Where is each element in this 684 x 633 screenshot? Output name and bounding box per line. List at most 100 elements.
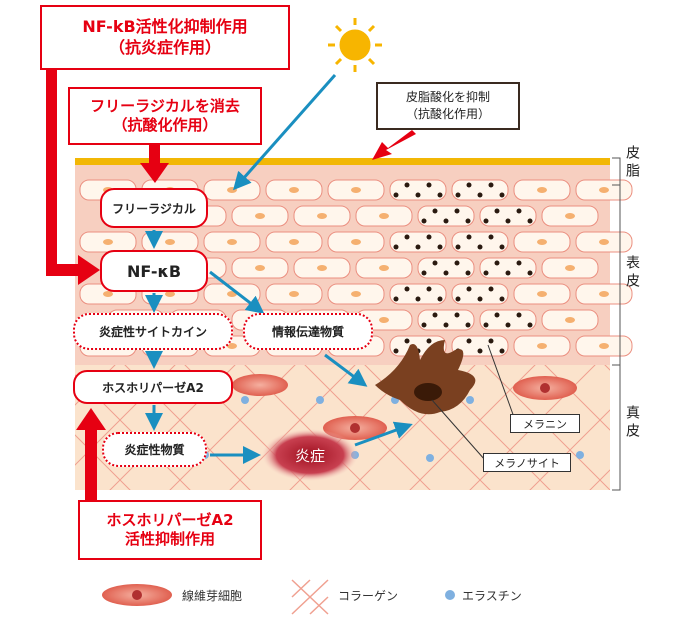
melanin-granule [443,270,449,276]
cell-nucleus [537,187,547,193]
melanin-granule [505,270,511,276]
melanin-granule [499,348,505,354]
box-title: 皮脂酸化を抑制 [405,90,490,105]
cell-nucleus [599,239,609,245]
melanin-granule [421,270,427,276]
cell-nucleus [289,239,299,245]
legend-fibroblast: 線維芽細胞 [182,589,243,603]
melanin-granule [466,286,472,292]
melanin-granule [415,296,421,302]
keratinocyte [389,179,447,201]
melanin-granule [477,192,483,198]
melanin-granule [483,218,489,224]
keratinocyte [451,283,509,305]
melanin-granule [465,270,471,276]
box-title: NF-kB活性化抑制作用 [82,16,248,36]
melanin-granule [527,270,533,276]
cell-nucleus [227,239,237,245]
red-arrows [46,70,416,500]
node-nfkb: NF-κB [100,250,208,292]
melanin-granule [505,322,511,328]
melanin-granule [454,312,460,318]
cell-nucleus [103,239,113,245]
keratinocyte [479,205,537,227]
cell-nucleus [227,343,237,349]
legend-elastin-icon [445,590,455,600]
cell-nucleus [351,291,361,297]
keratinocyte [417,205,475,227]
node-cytokine: 炎症性サイトカイン [73,313,233,350]
melanin-granule [415,192,421,198]
melanin-granule [455,192,461,198]
pla2-inhibition-box: ホスホリパーゼA2 活性抑制作用 [78,500,262,560]
melanin-granule [488,234,494,240]
melanin-granule [454,260,460,266]
cell-nucleus [379,265,389,271]
melanin-granule [443,218,449,224]
melanin-granule [483,322,489,328]
cell-nucleus [255,213,265,219]
keratinocyte [451,335,509,357]
cell-nucleus [599,343,609,349]
legend-collagen-icon [291,579,329,615]
melanin-granule [516,208,522,214]
node-inflammatory-substance: 炎症性物質 [102,432,207,467]
box-subtitle: （抗酸化作用） [405,107,490,121]
melanin-granule [437,192,443,198]
melanin-granule [432,208,438,214]
radical-scavenging-box: フリーラジカルを消去 （抗酸化作用） [68,87,262,145]
node-messenger: 情報伝達物質 [243,313,373,350]
cell-nucleus [565,317,575,323]
melanin-granule [455,244,461,250]
node-inflammation: 炎症 [294,446,325,465]
cell-nucleus [565,265,575,271]
melanin-granule [393,192,399,198]
melanin-label: メラニン [510,414,580,433]
cell-nucleus [103,291,113,297]
melanin-granule [393,244,399,250]
fibroblast [232,374,288,396]
inflammation-blob [262,429,358,481]
melanin-granule [437,244,443,250]
melanin-granule [404,338,410,344]
melanin-granule [393,296,399,302]
melanin-granule [516,312,522,318]
melanocyte-label: メラノサイト [483,453,571,472]
legend-collagen: コラーゲン [338,589,399,603]
box-subtitle: 活性抑制作用 [124,530,215,548]
cell-nucleus [537,291,547,297]
melanin-granule [477,296,483,302]
melanin-granule [404,182,410,188]
melanin-granule [432,312,438,318]
node-free-radical: フリーラジカル [100,188,208,228]
melanin-granule [477,348,483,354]
melanocyte [375,340,476,415]
cell-nucleus [379,317,389,323]
cell-nucleus [351,239,361,245]
nfkb-inhibition-box: NF-kB活性化抑制作用 （抗炎症作用） [40,5,290,70]
melanin-granule [488,286,494,292]
sebum-layer [75,158,610,165]
cell-nucleus [379,213,389,219]
layer-epidermis-label: 表皮 [624,255,640,291]
keratinocyte [417,257,475,279]
melanin-granule [421,218,427,224]
melanin-granule [443,322,449,328]
sebum-oxidation-box: 皮脂酸化を抑制 （抗酸化作用） [376,82,520,130]
melanin-granule [483,270,489,276]
keratinocyte [389,231,447,253]
melanin-granule [516,260,522,266]
melanin-granule [455,296,461,302]
cell-nucleus [165,239,175,245]
legend-elastin: エラスチン [462,589,522,603]
keratinocyte [417,309,475,331]
cell-nucleus [165,291,175,297]
melanin-granule [477,244,483,250]
keratinocyte [479,309,537,331]
cell-nucleus [565,213,575,219]
cell-nucleus [351,187,361,193]
keratinocyte [451,179,509,201]
keratinocyte [389,283,447,305]
melanin-granule [426,234,432,240]
